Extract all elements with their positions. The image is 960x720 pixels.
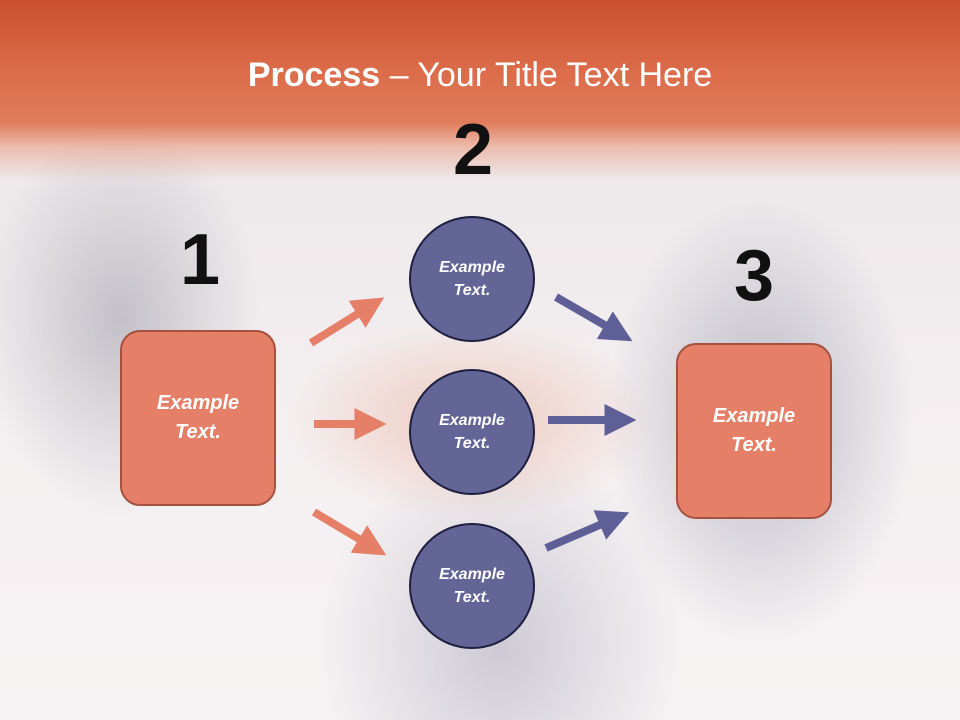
arrow-1-to-2-bottom <box>311 508 387 556</box>
slide-title: Process – Your Title Text Here <box>0 52 960 98</box>
title-band <box>0 0 960 180</box>
arrow-2-bottom-to-3 <box>544 510 630 552</box>
step-2-circle-middle: Example Text. <box>409 369 535 495</box>
step-3-text: Example Text. <box>712 405 796 456</box>
step-2-circle-bottom: Example Text. <box>409 523 535 649</box>
step-2-circle-top-text: Example Text. <box>439 259 505 299</box>
step-3-number: 3 <box>733 236 775 316</box>
title-bold: Process <box>247 56 381 94</box>
step-2-circle-bottom-text: Example Text. <box>439 566 505 606</box>
step-1-number: 1 <box>179 220 221 300</box>
step-2-number: 2 <box>452 110 494 190</box>
step-1-text: Example Text. <box>156 392 240 443</box>
step-2-circle-top: Example Text. <box>409 216 535 342</box>
step-3-box: Example Text. <box>676 343 832 519</box>
arrow-2-top-to-3 <box>553 293 633 342</box>
title-rest: – Your Title Text Here <box>380 56 713 94</box>
arrow-1-to-2-top <box>308 297 385 347</box>
step-2-circle-middle-text: Example Text. <box>439 412 505 452</box>
step-1-box: Example Text. <box>120 330 276 506</box>
